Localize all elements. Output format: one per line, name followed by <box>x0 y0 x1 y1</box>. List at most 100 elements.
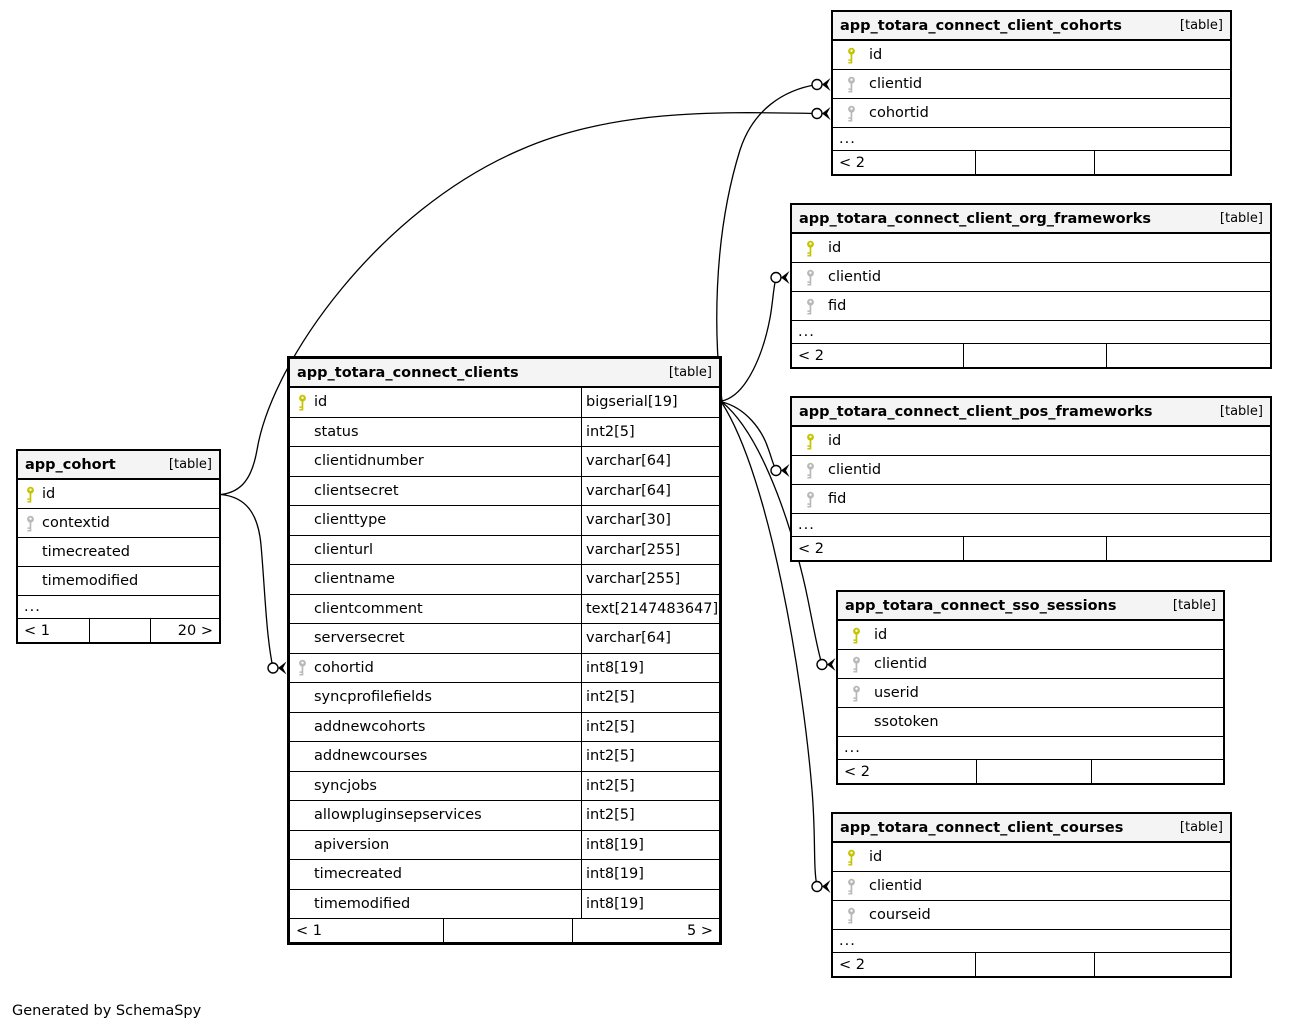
footer-mid-cell <box>444 919 574 942</box>
column-name: id <box>828 240 842 256</box>
column-type: varchar[255] <box>586 541 681 558</box>
column-row-addnewcohorts: addnewcohorts int2[5] <box>290 712 719 742</box>
column-type: text[2147483647] <box>586 600 719 617</box>
zero-one-dot <box>267 662 279 674</box>
column-name: userid <box>874 685 919 701</box>
column-row-clientid: clientid <box>838 650 1223 679</box>
edge-clients-to-pos-frameworks-clientid <box>721 401 777 471</box>
foreign-key-icon <box>18 515 42 532</box>
table-header: app_totara_connect_sso_sessions [table] <box>838 592 1223 621</box>
column-row-id: id bigserial[19] <box>290 388 719 418</box>
crow-arrow <box>781 464 790 477</box>
footer-next-cell <box>1107 344 1270 367</box>
column-row-timecreated: timecreated int8[19] <box>290 860 719 890</box>
zero-one-dot <box>811 107 823 120</box>
column-row-apiversion: apiversion int8[19] <box>290 830 719 860</box>
edge-cohort-to-clients-cohortid <box>220 493 274 669</box>
column-row-fid: fid <box>792 485 1270 514</box>
column-name: clientidnumber <box>314 453 424 470</box>
column-type: int2[5] <box>586 689 635 706</box>
table-header: app_totara_connect_client_courses [table… <box>833 814 1230 843</box>
column-name: clientcomment <box>314 600 423 617</box>
column-name: clientid <box>828 462 882 478</box>
column-type: int2[5] <box>586 748 635 765</box>
edge-clients-to-org-frameworks-clientid <box>721 277 777 402</box>
table-name[interactable]: app_totara_connect_client_org_frameworks <box>799 210 1151 227</box>
table-footer: < 2 <box>838 760 1223 783</box>
column-row-allowpluginsepservices: allowpluginsepservices int2[5] <box>290 801 719 831</box>
foreign-key-icon <box>838 685 874 702</box>
table-name[interactable]: app_totara_connect_sso_sessions <box>845 597 1117 614</box>
table-badge: [table] <box>1179 18 1223 33</box>
edge-clients-to-sso-sessions-clientid <box>721 401 823 665</box>
crow-arrow <box>781 271 790 284</box>
foreign-key-icon <box>792 462 828 479</box>
table-name[interactable]: app_totara_connect_client_cohorts <box>840 17 1122 34</box>
column-name: status <box>314 423 359 440</box>
table-app-totara-connect-client-org-frameworks[interactable]: app_totara_connect_client_org_frameworks… <box>790 203 1272 369</box>
edge-cohort-to-client-cohorts-cohortid <box>220 112 818 496</box>
column-type: int2[5] <box>586 718 635 735</box>
table-footer: < 2 <box>833 953 1230 976</box>
column-name: addnewcourses <box>314 748 428 765</box>
column-row-id: id <box>833 41 1230 70</box>
column-type: bigserial[19] <box>586 394 678 411</box>
table-app-cohort[interactable]: app_cohort [table] id contextid timecrea… <box>16 449 221 644</box>
footer-parents-count: < 1 <box>18 619 91 642</box>
column-row-syncprofilefields: syncprofilefields int2[5] <box>290 683 719 713</box>
column-name: syncprofilefields <box>314 689 432 706</box>
table-name[interactable]: app_totara_connect_clients <box>297 364 519 381</box>
footer-children-count: 5 > <box>687 922 713 939</box>
table-name[interactable]: app_totara_connect_client_pos_frameworks <box>799 403 1153 420</box>
column-row-clientid: clientid <box>792 456 1270 485</box>
ellipsis-row: ... <box>792 514 1270 537</box>
edge-clients-to-client-cohorts-clientid <box>716 83 818 402</box>
column-row-clienttype: clienttype varchar[30] <box>290 506 719 536</box>
column-row-courseid: courseid <box>833 901 1230 930</box>
column-name: fid <box>828 298 847 314</box>
footer-mid-cell <box>976 953 1095 976</box>
column-name: clientid <box>874 656 928 672</box>
table-app-totara-connect-client-pos-frameworks[interactable]: app_totara_connect_client_pos_frameworks… <box>790 396 1272 562</box>
primary-key-icon <box>833 47 869 64</box>
column-type: int8[19] <box>586 659 644 676</box>
column-name: ssotoken <box>874 714 939 730</box>
column-name: clienttype <box>314 512 387 529</box>
foreign-key-icon <box>792 298 828 315</box>
table-app-totara-connect-client-cohorts[interactable]: app_totara_connect_client_cohorts [table… <box>831 10 1232 176</box>
table-app-totara-connect-client-courses[interactable]: app_totara_connect_client_courses [table… <box>831 812 1232 978</box>
foreign-key-icon <box>833 907 869 924</box>
table-footer: < 2 <box>792 344 1270 367</box>
column-type: varchar[255] <box>586 571 681 588</box>
table-footer: < 1 5 > <box>290 919 719 942</box>
primary-key-icon <box>290 394 314 411</box>
column-row-clientsecret: clientsecret varchar[64] <box>290 476 719 506</box>
footer-related-count: < 2 <box>833 151 976 174</box>
column-name: contextid <box>42 515 110 531</box>
table-badge: [table] <box>1172 598 1216 613</box>
table-app-totara-connect-sso-sessions[interactable]: app_totara_connect_sso_sessions [table] … <box>836 590 1225 785</box>
table-badge: [table] <box>168 457 212 472</box>
column-row-clienturl: clienturl varchar[255] <box>290 535 719 565</box>
table-app-totara-connect-clients[interactable]: app_totara_connect_clients [table] id bi… <box>287 356 722 945</box>
edge-clients-to-client-courses-clientid <box>721 402 818 887</box>
column-row-status: status int2[5] <box>290 417 719 447</box>
column-type: int2[5] <box>586 423 635 440</box>
table-badge: [table] <box>1219 404 1263 419</box>
table-name[interactable]: app_cohort <box>25 456 116 473</box>
column-type: varchar[64] <box>586 482 671 499</box>
table-footer: < 2 <box>833 151 1230 174</box>
primary-key-icon <box>838 627 874 644</box>
table-header: app_cohort [table] <box>18 451 219 480</box>
table-badge: [table] <box>1219 211 1263 226</box>
zero-one-dot <box>811 78 823 91</box>
column-row-timemodified: timemodified int8[19] <box>290 889 719 919</box>
footer-children-count: 20 > <box>177 622 213 639</box>
column-name: id <box>42 486 56 502</box>
foreign-key-icon <box>833 105 869 122</box>
zero-one-dot <box>811 880 823 893</box>
table-name[interactable]: app_totara_connect_client_courses <box>840 819 1124 836</box>
column-name: timemodified <box>314 895 411 912</box>
